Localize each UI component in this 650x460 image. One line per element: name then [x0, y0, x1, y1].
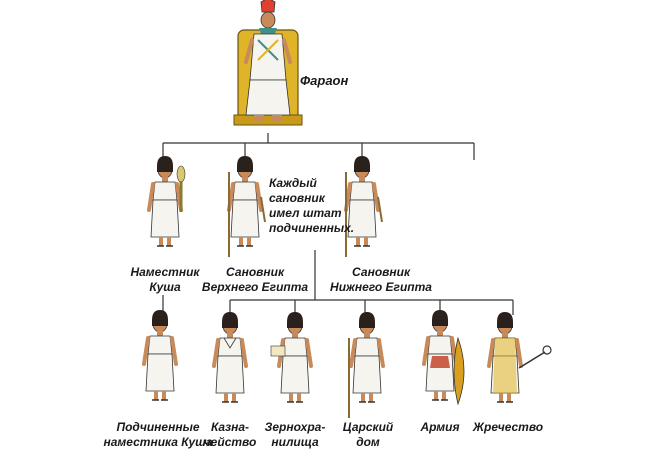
subordinate-label-kush-line-1: Подчиненные: [116, 420, 200, 434]
subordinate-label-army-line-1: Армия: [420, 420, 460, 434]
official-label-upper-line-2: Верхнего Египта: [201, 280, 309, 294]
official-figure-upper-egypt: [227, 154, 266, 257]
official-label-kush: Наместник Куша: [123, 265, 207, 295]
subordinate-figure-treasury: [212, 310, 248, 404]
subordinate-figure-army: [422, 308, 465, 406]
subordinate-label-royal-line-1: Царский: [342, 420, 394, 434]
subordinate-label-granary-line-1: Зернохра-: [264, 420, 326, 434]
note-text: Каждый сановник имел штат подчиненных.: [269, 176, 354, 236]
subordinate-figure-royal-house: [348, 310, 385, 418]
subordinate-figure-priesthood: [487, 310, 552, 404]
subordinate-figure-kush: [142, 308, 178, 402]
subordinate-label-kush-line-2: наместника Куша: [103, 435, 213, 449]
pharaoh-label: Фараон: [300, 73, 349, 88]
official-label-lower-egypt: Сановник Нижнего Египта: [326, 265, 436, 295]
official-figure-lower-egypt: [344, 154, 383, 257]
subordinate-label-granary-line-2: нилища: [271, 435, 319, 449]
official-label-upper-line-1: Сановник: [225, 265, 285, 279]
subordinate-figure-granary: [270, 310, 313, 404]
subordinate-label-treasury: Казна- чейство: [200, 420, 260, 450]
subordinate-label-treasury-line-1: Казна-: [210, 420, 250, 434]
subordinate-label-kush: Подчиненные наместника Куша: [98, 420, 218, 450]
note-line-3: имел штат: [269, 206, 342, 220]
official-label-kush-line-1: Наместник: [130, 265, 200, 279]
note-line-4: подчиненных.: [269, 221, 355, 235]
official-label-lower-line-2: Нижнего Египта: [330, 280, 432, 294]
subordinate-label-royal-house: Царский дом: [337, 420, 399, 450]
pharaoh-figure: [233, 0, 303, 126]
subordinate-label-treasury-line-2: чейство: [203, 435, 257, 449]
note-line-1: Каждый: [269, 176, 317, 190]
official-figure-kush: [147, 154, 186, 248]
subordinate-label-army: Армия: [410, 420, 470, 435]
official-label-lower-line-1: Сановник: [351, 265, 411, 279]
hierarchy-connectors: [162, 133, 514, 315]
official-label-upper-egypt: Сановник Верхнего Египта: [200, 265, 310, 295]
subordinate-label-royal-line-2: дом: [356, 435, 380, 449]
official-label-kush-line-2: Куша: [149, 280, 181, 294]
note-line-2: сановник: [269, 191, 325, 205]
subordinate-label-granary: Зернохра- нилища: [262, 420, 328, 450]
subordinate-label-priesthood: Жречество: [472, 420, 544, 435]
subordinate-label-priesthood-line-1: Жречество: [472, 420, 544, 434]
